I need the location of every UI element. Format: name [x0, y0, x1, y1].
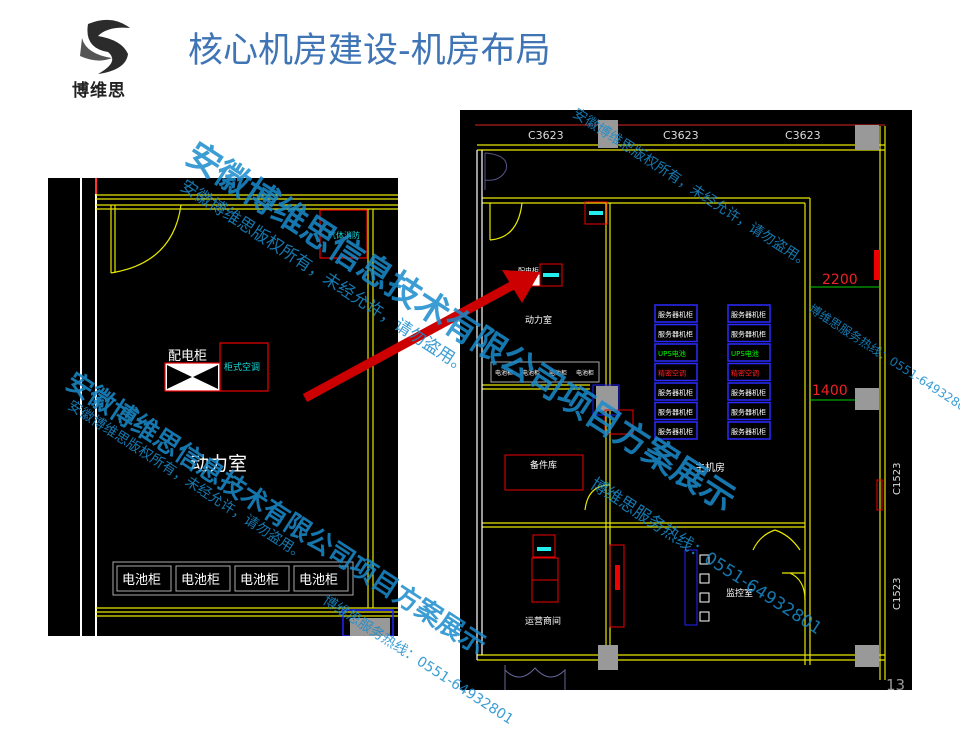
page-number: 13: [886, 676, 906, 694]
svg-text:服务器机柜: 服务器机柜: [658, 310, 693, 319]
svg-text:精密空调: 精密空调: [658, 369, 686, 378]
logo-text: 博维思: [72, 81, 126, 101]
svg-text:UPS电池: UPS电池: [658, 349, 686, 358]
rack-cabinet: UPS电池: [727, 343, 771, 362]
svg-text:服务器机柜: 服务器机柜: [658, 388, 693, 397]
data-center-floor-plan: C3623 C3623 C3623 配电柜 动力室 电池柜: [460, 110, 912, 690]
rack-cabinet: 精密空调: [654, 362, 698, 382]
rack-cabinet: 服务器机柜: [727, 401, 771, 421]
svg-text:精密空调: 精密空调: [731, 369, 759, 378]
room-label-spare: 备件库: [530, 459, 557, 471]
svg-text:电池柜: 电池柜: [181, 573, 220, 588]
svg-text:服务器机柜: 服务器机柜: [731, 330, 766, 339]
fire-suppression-box: [319, 209, 368, 259]
window-label-c1523: C1523: [892, 578, 903, 610]
dimension-1400: 1400: [812, 383, 848, 399]
slide-title: 核心机房建设-机房布局: [188, 31, 551, 71]
rack-cabinet: UPS电池: [654, 343, 698, 362]
rack-cabinet: 服务器机柜: [654, 401, 698, 421]
room-label-carrier: 运营商间: [525, 615, 561, 627]
battery-cabinet: 电池柜: [116, 565, 172, 592]
room-label-power: 动力室: [525, 314, 552, 326]
window-label-c1523: C1523: [892, 463, 903, 495]
top-window-labels: C3623 C3623 C3623: [528, 129, 821, 142]
battery-cabinet-row: 电池柜 电池柜 电池柜 电池柜: [490, 361, 600, 383]
svg-text:服务器机柜: 服务器机柜: [658, 427, 693, 436]
svg-text:电池柜: 电池柜: [549, 369, 567, 377]
battery-cabinet: 电池柜: [293, 565, 349, 592]
svg-text:电池柜: 电池柜: [122, 573, 161, 588]
rack-cabinet: 服务器机柜: [727, 304, 771, 323]
rack-cabinet: 服务器机柜: [654, 382, 698, 401]
svg-text:电池柜: 电池柜: [576, 369, 594, 377]
svg-text:电池柜: 电池柜: [522, 369, 540, 377]
distribution-cabinet-label: 配电柜: [168, 349, 207, 364]
rack-cabinet: 服务器机柜: [727, 382, 771, 401]
power-room-detail-plan: 气体消防 配电柜 柜式空调 动力室 电池柜 电池柜 电池柜 电池柜: [48, 178, 398, 636]
room-label-main: 主机房: [695, 461, 725, 474]
svg-text:C3623: C3623: [528, 129, 564, 142]
svg-text:电池柜: 电池柜: [299, 573, 338, 588]
svg-text:电池柜: 电池柜: [495, 369, 513, 377]
power-room-label: 动力室: [190, 453, 247, 475]
fire-box-label: 气体消防: [328, 230, 360, 240]
rack-cabinet: 服务器机柜: [654, 323, 698, 343]
svg-text:服务器机柜: 服务器机柜: [731, 310, 766, 319]
rack-cabinet: 服务器机柜: [727, 421, 771, 440]
column: [596, 120, 879, 670]
rack-area: 服务器机柜服务器机柜UPS电池精密空调服务器机柜服务器机柜服务器机柜服务器机柜服…: [654, 304, 771, 440]
svg-text:电池柜: 电池柜: [240, 573, 279, 588]
rack-cabinet: 服务器机柜: [727, 323, 771, 343]
room-label-monitor: 监控室: [726, 587, 753, 599]
walls: [96, 194, 398, 617]
rack-cabinet: 服务器机柜: [654, 304, 698, 323]
rack-cabinet: 服务器机柜: [654, 421, 698, 440]
svg-text:服务器机柜: 服务器机柜: [731, 388, 766, 397]
svg-text:服务器机柜: 服务器机柜: [731, 408, 766, 417]
svg-text:C3623: C3623: [663, 129, 699, 142]
rack-cabinet: 精密空调: [727, 362, 771, 382]
company-logo: [72, 16, 148, 78]
battery-cabinet: 电池柜: [175, 565, 231, 592]
door-swing: [110, 204, 182, 274]
cabinet-ac: [219, 342, 269, 392]
dimension-2200: 2200: [822, 272, 858, 288]
svg-text:UPS电池: UPS电池: [731, 349, 759, 358]
svg-text:服务器机柜: 服务器机柜: [731, 427, 766, 436]
svg-text:C3623: C3623: [785, 129, 821, 142]
svg-text:服务器机柜: 服务器机柜: [658, 408, 693, 417]
svg-text:服务器机柜: 服务器机柜: [658, 330, 693, 339]
battery-cabinet: 电池柜: [234, 565, 290, 592]
cabinet-ac-label: 柜式空调: [224, 361, 260, 373]
battery-cabinet-row: 电池柜 电池柜 电池柜 电池柜: [112, 561, 354, 596]
